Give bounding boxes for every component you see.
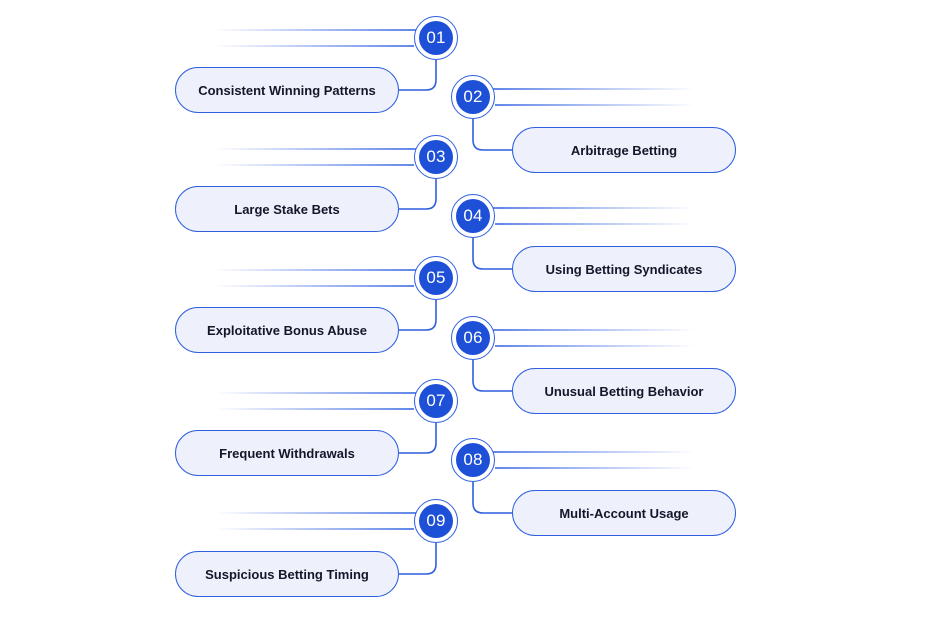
number-text-04: 04 (456, 199, 490, 233)
number-badge-03: 03 (414, 135, 458, 179)
connector-elbow-08 (472, 482, 512, 514)
connector-elbow-04 (472, 238, 512, 270)
number-text-02: 02 (456, 80, 490, 114)
item-label-05: Exploitative Bonus Abuse (175, 307, 399, 353)
item-label-02: Arbitrage Betting (512, 127, 736, 173)
connector-elbow-01 (399, 60, 437, 91)
connector-elbow-09 (399, 543, 437, 575)
connector-elbow-02 (472, 119, 512, 151)
connector-elbow-06 (472, 360, 512, 392)
number-badge-02: 02 (451, 75, 495, 119)
item-label-03: Large Stake Bets (175, 186, 399, 232)
number-text-07: 07 (419, 384, 453, 418)
number-badge-04: 04 (451, 194, 495, 238)
connector-elbow-03 (399, 179, 437, 210)
connector-elbow-07 (399, 423, 437, 454)
item-label-01: Consistent Winning Patterns (175, 67, 399, 113)
number-text-09: 09 (419, 504, 453, 538)
item-label-08: Multi-Account Usage (512, 490, 736, 536)
number-badge-01: 01 (414, 16, 458, 60)
item-label-09: Suspicious Betting Timing (175, 551, 399, 597)
number-text-06: 06 (456, 321, 490, 355)
item-label-06: Unusual Betting Behavior (512, 368, 736, 414)
number-badge-06: 06 (451, 316, 495, 360)
number-text-05: 05 (419, 261, 453, 295)
number-badge-08: 08 (451, 438, 495, 482)
number-badge-07: 07 (414, 379, 458, 423)
number-badge-09: 09 (414, 499, 458, 543)
number-text-08: 08 (456, 443, 490, 477)
number-badge-05: 05 (414, 256, 458, 300)
number-text-03: 03 (419, 140, 453, 174)
connector-elbow-05 (399, 300, 437, 331)
number-text-01: 01 (419, 21, 453, 55)
item-label-04: Using Betting Syndicates (512, 246, 736, 292)
item-label-07: Frequent Withdrawals (175, 430, 399, 476)
